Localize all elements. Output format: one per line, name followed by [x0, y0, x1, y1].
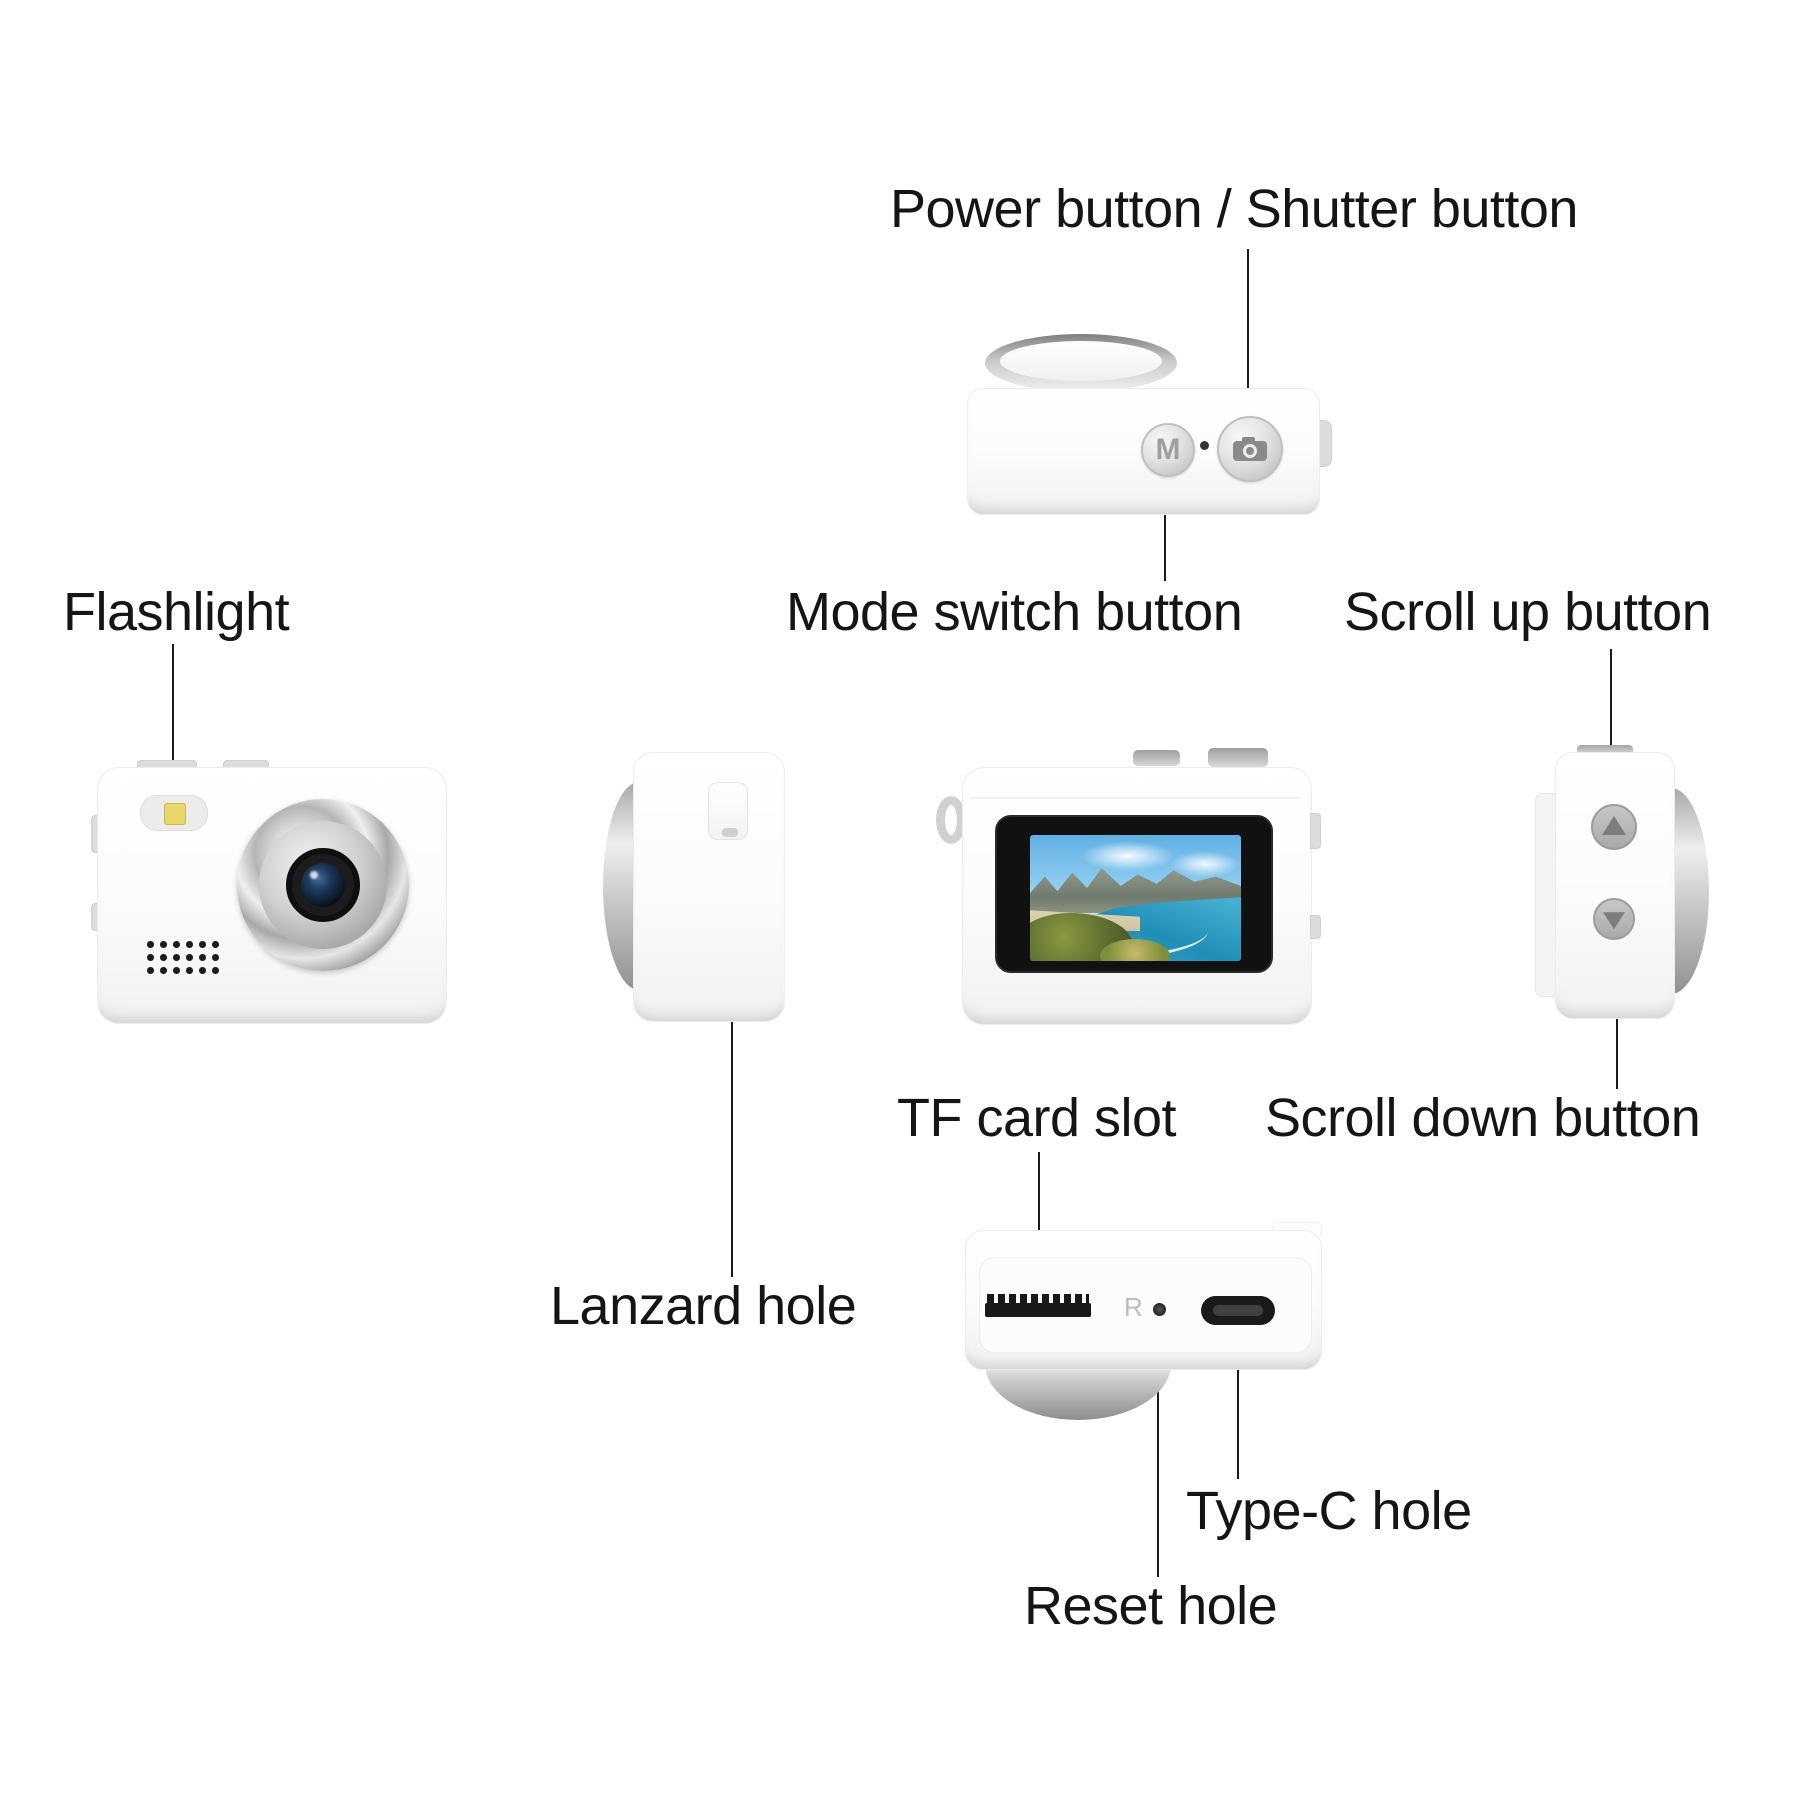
leader-line-flashlight [172, 644, 174, 802]
scroll-down-button [1593, 898, 1635, 940]
label-tf-card-slot: TF card slot [897, 1088, 1177, 1148]
label-flashlight: Flashlight [63, 582, 290, 642]
label-scroll-up-button: Scroll up button [1344, 582, 1712, 642]
speaker-grille [142, 936, 220, 974]
label-scroll-down-button: Scroll down button [1265, 1088, 1701, 1148]
lens-barrel-side-right [1671, 788, 1709, 994]
camera-top-view: M [960, 330, 1340, 530]
camera-body-right-side [1555, 752, 1675, 1019]
lcd-screen-image [1030, 835, 1241, 961]
lanyard-loop [936, 796, 966, 844]
label-power-shutter-button: Power button / Shutter button [890, 179, 1578, 239]
shutter-button [1217, 416, 1283, 482]
type-c-inner-tongue [1213, 1305, 1263, 1316]
camera-bottom-view: R [955, 1220, 1335, 1430]
flashlight-led [164, 803, 186, 825]
camera-back-view [930, 745, 1325, 1030]
leader-line-tf-card [1038, 1152, 1040, 1302]
camera-right-side-view [1530, 742, 1715, 1027]
top-button-shutter-back [1208, 748, 1268, 767]
screen-foliage-2 [1100, 939, 1170, 961]
lanyard-hole [722, 828, 738, 837]
camera-front-view [85, 750, 465, 1035]
lens-assembly [237, 799, 409, 971]
mode-button-letter: M [1155, 433, 1181, 466]
type-c-port [1201, 1296, 1275, 1325]
mode-button: M [1141, 423, 1195, 477]
label-mode-switch-button: Mode switch button [786, 582, 1243, 642]
leader-line-type-c [1237, 1329, 1239, 1479]
screen-cloud [1080, 841, 1175, 871]
back-right-tab-lower [1310, 915, 1321, 939]
screen-cloud-2 [1170, 851, 1240, 877]
scroll-up-button [1591, 804, 1637, 850]
lens-glass [301, 863, 345, 907]
shutter-edge-top [1577, 745, 1633, 755]
leader-line-power-shutter [1247, 249, 1249, 415]
label-lanzard-hole: Lanzard hole [550, 1276, 857, 1336]
back-top-seam [970, 797, 1302, 799]
lcd-screen-bezel [995, 815, 1273, 973]
leader-line-lanzard [731, 833, 733, 1277]
down-triangle-icon [1603, 912, 1625, 930]
up-triangle-icon [1602, 815, 1626, 835]
top-button-mode-back [1133, 750, 1180, 766]
camera-icon [1233, 437, 1267, 461]
flashlight-window [140, 795, 208, 831]
back-right-tab-upper [1310, 813, 1321, 849]
tf-card-slot [985, 1303, 1091, 1317]
label-type-c-hole: Type-C hole [1186, 1481, 1472, 1541]
lens-barrel-bottom [985, 1364, 1171, 1420]
lanyard-knob-top-view [1318, 420, 1332, 467]
lens-glint [310, 871, 318, 879]
leader-line-mode-switch [1164, 471, 1166, 581]
camera-left-side-view [600, 745, 795, 1030]
leader-line-scroll-up [1610, 649, 1612, 807]
reset-marker-letter: R [1124, 1292, 1143, 1322]
leader-line-reset [1157, 1321, 1159, 1577]
power-indicator-dot [1200, 441, 1209, 450]
lens-barrel-top-face [1000, 341, 1162, 381]
reset-hole [1153, 1303, 1166, 1316]
tf-card-slot-teeth [987, 1294, 1089, 1304]
label-reset-hole: Reset hole [1024, 1576, 1278, 1636]
